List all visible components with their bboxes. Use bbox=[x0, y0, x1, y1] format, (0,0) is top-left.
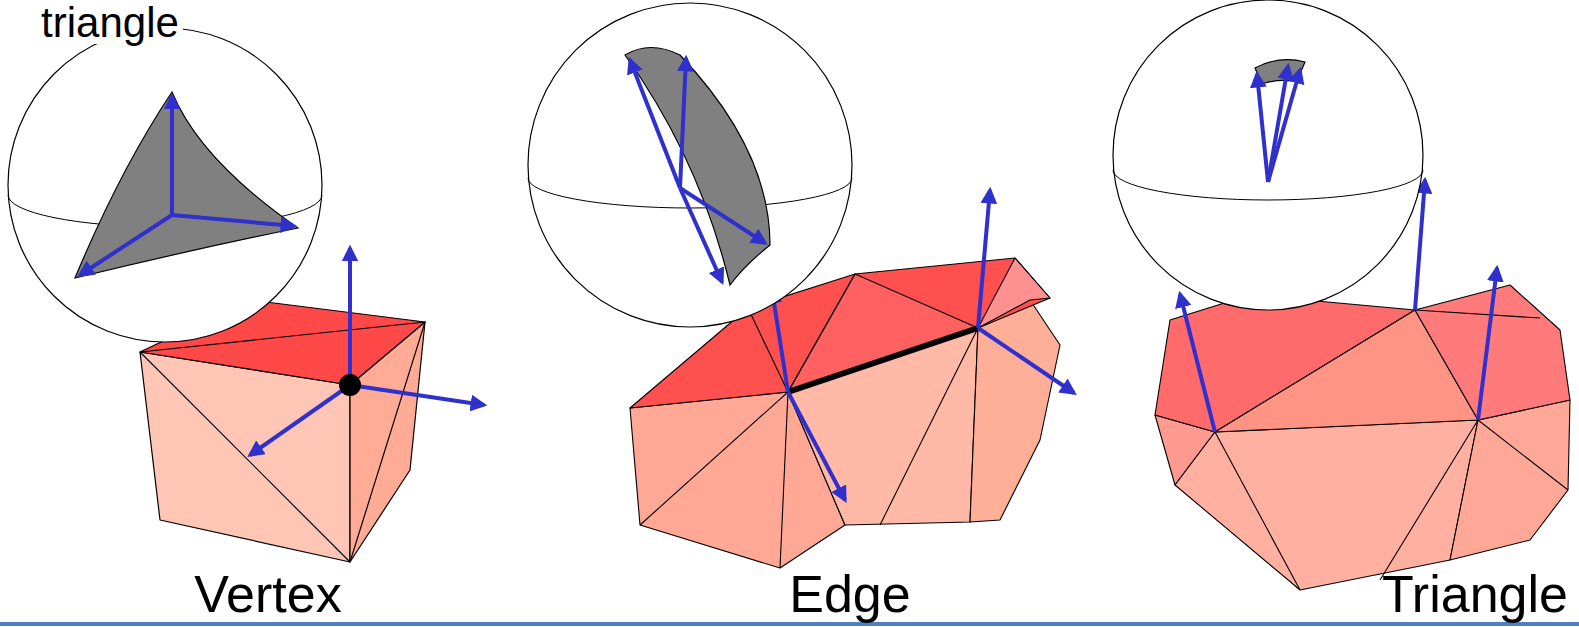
slide-title-fragment: triangle bbox=[37, 2, 183, 44]
panel-caption: Vertex bbox=[194, 568, 341, 620]
panel-caption: Edge bbox=[789, 568, 910, 620]
triangle-mesh bbox=[1155, 285, 1570, 590]
footer-rule bbox=[0, 622, 1579, 626]
gauss-sphere bbox=[1113, 0, 1423, 310]
vertex-dot bbox=[339, 374, 361, 396]
shared-edge bbox=[788, 328, 978, 392]
gauss-sphere bbox=[8, 28, 322, 342]
gauss-sphere bbox=[528, 3, 852, 327]
panel-caption: Triangle bbox=[1382, 568, 1568, 620]
